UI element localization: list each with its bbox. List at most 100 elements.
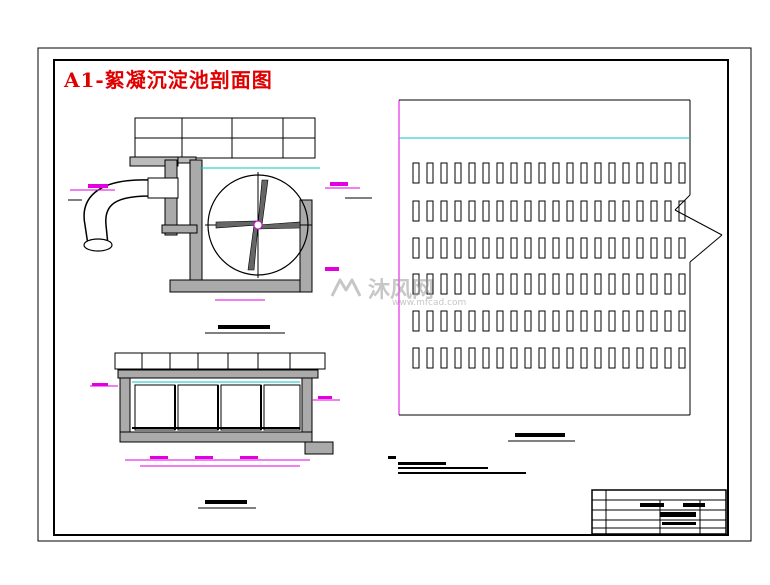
slot-opening: [664, 237, 672, 259]
slot-opening: [608, 273, 616, 295]
slot-opening: [664, 162, 672, 184]
slot-opening: [580, 273, 588, 295]
slot-opening: [608, 347, 616, 369]
slot-opening: [636, 200, 644, 222]
slot-opening: [454, 162, 462, 184]
slot-rows: [412, 162, 686, 369]
slot-opening: [468, 310, 476, 332]
slot-opening: [412, 273, 420, 295]
slot-opening: [440, 347, 448, 369]
slot-opening: [454, 310, 462, 332]
slot-opening: [636, 310, 644, 332]
slot-opening: [468, 237, 476, 259]
slot-opening: [412, 162, 420, 184]
slot-opening: [440, 273, 448, 295]
slot-opening: [650, 162, 658, 184]
slot-opening: [664, 273, 672, 295]
slot-opening: [552, 310, 560, 332]
slot-opening: [636, 162, 644, 184]
slot-opening: [524, 162, 532, 184]
slot-opening: [622, 162, 630, 184]
slot-opening: [650, 237, 658, 259]
slot-opening: [426, 310, 434, 332]
slot-opening: [566, 273, 574, 295]
slot-opening: [650, 347, 658, 369]
section-view-top-left: [68, 117, 372, 334]
slot-opening: [426, 237, 434, 259]
slot-opening: [594, 162, 602, 184]
slot-opening: [538, 200, 546, 222]
slot-opening: [496, 200, 504, 222]
slot-opening: [580, 162, 588, 184]
slot-opening: [482, 273, 490, 295]
slot-opening: [496, 237, 504, 259]
slot-opening: [524, 273, 532, 295]
slot-opening: [496, 347, 504, 369]
slot-opening: [608, 200, 616, 222]
slot-opening: [538, 273, 546, 295]
slot-opening: [440, 162, 448, 184]
slot-opening: [566, 200, 574, 222]
slot-opening: [650, 200, 658, 222]
slot-opening: [552, 347, 560, 369]
slot-opening: [594, 347, 602, 369]
slot-opening: [496, 273, 504, 295]
slot-opening: [454, 200, 462, 222]
slot-opening: [622, 310, 630, 332]
slot-opening: [622, 273, 630, 295]
slot-opening: [496, 162, 504, 184]
slot-opening: [664, 200, 672, 222]
slot-opening: [678, 347, 686, 369]
slot-opening: [440, 310, 448, 332]
slot-opening: [468, 200, 476, 222]
slot-opening: [482, 237, 490, 259]
slot-opening: [566, 310, 574, 332]
slot-opening: [636, 347, 644, 369]
slot-opening: [510, 347, 518, 369]
slot-opening: [426, 273, 434, 295]
plan-view-right: [388, 99, 723, 474]
slot-opening: [678, 162, 686, 184]
slot-opening: [538, 237, 546, 259]
slot-opening: [440, 200, 448, 222]
slot-opening: [510, 310, 518, 332]
slot-opening: [510, 200, 518, 222]
slot-opening: [622, 347, 630, 369]
slot-opening: [678, 200, 686, 222]
slot-opening: [678, 273, 686, 295]
slot-opening: [468, 162, 476, 184]
drawing-title: A1-絮凝沉淀池剖面图: [64, 68, 273, 92]
slot-opening: [524, 347, 532, 369]
slot-opening: [580, 237, 588, 259]
watermark: 沐风网: [330, 272, 434, 304]
slot-opening: [594, 310, 602, 332]
slot-opening: [650, 310, 658, 332]
slot-opening: [552, 273, 560, 295]
slot-opening: [468, 347, 476, 369]
slot-opening: [594, 237, 602, 259]
slot-opening: [552, 162, 560, 184]
slot-opening: [538, 162, 546, 184]
slot-opening: [552, 200, 560, 222]
slot-opening: [412, 200, 420, 222]
slot-opening: [510, 237, 518, 259]
slot-opening: [664, 310, 672, 332]
slot-opening: [426, 347, 434, 369]
slot-opening: [468, 273, 476, 295]
slot-opening: [524, 310, 532, 332]
slot-opening: [622, 200, 630, 222]
slot-opening: [510, 162, 518, 184]
title-block: [591, 489, 727, 535]
slot-opening: [440, 237, 448, 259]
slot-opening: [594, 200, 602, 222]
section-view-bottom-left: [90, 352, 340, 509]
slot-opening: [664, 347, 672, 369]
slot-opening: [426, 200, 434, 222]
slot-opening: [636, 273, 644, 295]
inner-frame: [53, 59, 729, 536]
slot-opening: [678, 237, 686, 259]
watermark-url: www.mfcad.com: [392, 298, 467, 308]
slot-opening: [566, 237, 574, 259]
slot-opening: [412, 347, 420, 369]
